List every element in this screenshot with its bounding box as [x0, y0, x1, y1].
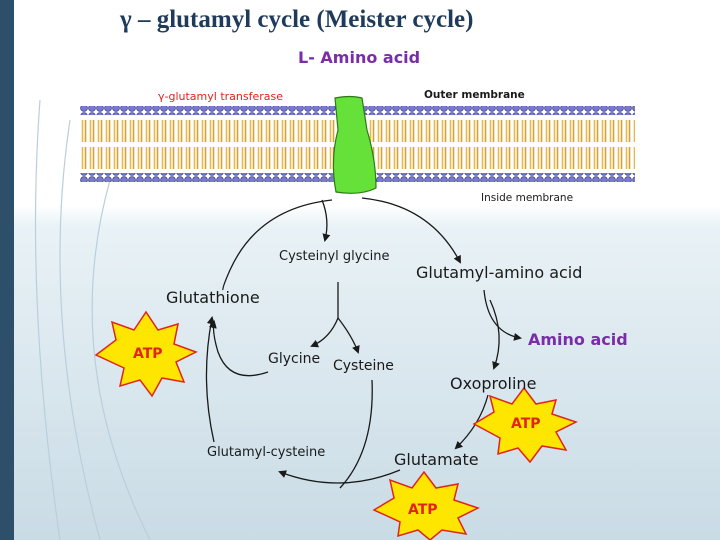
oxoproline-label: Oxoproline — [450, 374, 537, 393]
enzyme-label: γ-glutamyl transferase — [158, 90, 284, 103]
glycine-label: Glycine — [268, 351, 321, 367]
atp-right-label: ATP — [511, 416, 541, 432]
arrow-to-glutathione — [205, 316, 215, 443]
input-amino-acid-label: L- Amino acid — [298, 48, 421, 67]
arrow-channel-to-glutathione — [222, 199, 333, 291]
atp-burst-right — [472, 386, 578, 464]
amino-acid-out-label: Amino acid — [528, 330, 628, 349]
glutathione-label: Glutathione — [166, 288, 260, 307]
inside-membrane-label: Inside membrane — [481, 192, 574, 204]
arrow-cysteine-down — [339, 379, 373, 489]
arrow-channel-to-cysteinyl — [321, 199, 331, 242]
arrow-to-amino-acid — [483, 289, 522, 341]
outer-membrane-label: Outer membrane — [424, 89, 525, 101]
atp-burst-left — [94, 310, 198, 398]
atp-burst-bottom — [372, 470, 480, 540]
arrow-to-oxoproline — [489, 299, 500, 370]
arrow-channel-to-glutamyl-aa — [361, 197, 461, 264]
atp-bottom-label: ATP — [408, 502, 438, 518]
glutamyl-amino-acid-label: Glutamyl-amino acid — [416, 263, 583, 282]
glutamate-label: Glutamate — [394, 450, 479, 469]
arrow-to-glutamyl-cysteine — [278, 469, 401, 484]
atp-left-label: ATP — [133, 346, 163, 362]
cysteine-label: Cysteine — [333, 358, 394, 374]
page-title: γ – glutamyl cycle (Meister cycle) — [120, 6, 474, 33]
arrow-to-cysteine — [337, 317, 360, 354]
arrow-glycine-to-glutathione — [208, 320, 269, 377]
arrow-to-glycine — [310, 317, 339, 348]
glutamyl-cysteine-label: Glutamyl-cysteine — [207, 445, 326, 460]
cysteinyl-glycine-label: Cysteinyl glycine — [279, 249, 390, 264]
transferase-channel — [332, 95, 377, 194]
